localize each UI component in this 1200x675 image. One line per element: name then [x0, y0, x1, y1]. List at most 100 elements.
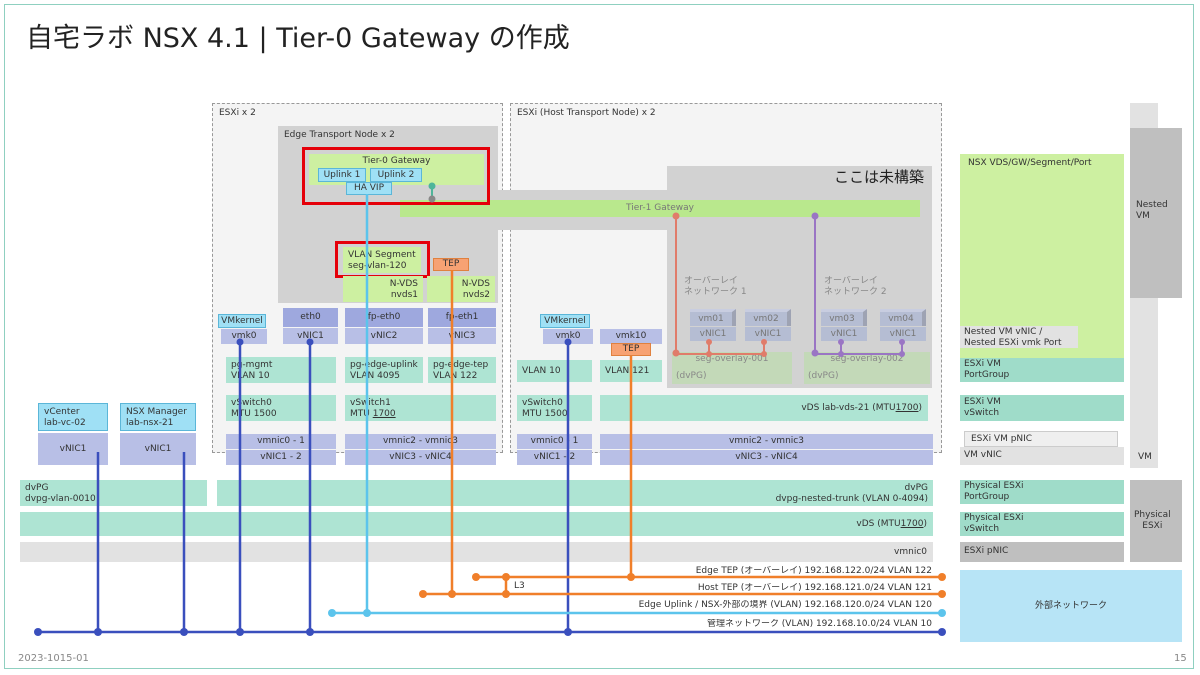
overlay1-lines: [675, 215, 765, 355]
phys-dvpg-trunk: dvPG dvpg-nested-trunk (VLAN 0-4094): [217, 480, 933, 506]
overlay2-dot: [811, 349, 819, 357]
edge-pg-mgmt: pg-mgmt VLAN 10: [226, 357, 336, 383]
net-host-tep-label: Host TEP (オーバーレイ) 192.168.121.0/24 VLAN …: [697, 583, 932, 593]
overlay-network-2-l2: ネットワーク 2: [824, 287, 887, 297]
legend-esxi-pnic: ESXi pNIC: [960, 542, 1124, 562]
seg-overlay-002-label: seg-overlay-002: [830, 354, 904, 364]
nvds2-line1: N-VDS: [461, 279, 490, 289]
overlay1-dots: [672, 212, 767, 357]
vlan-segment: VLAN Segment seg-vlan-120: [343, 247, 421, 273]
overlay-network-2: オーバーレイ ネットワーク 2: [824, 276, 887, 298]
overlay1-dot: [706, 351, 712, 357]
vm01-vnic1: vNIC1: [690, 327, 736, 341]
page-title: 自宅ラボ NSX 4.1 | Tier-0 Gateway の作成: [26, 23, 570, 54]
overlay2-dots: [811, 212, 905, 357]
mgmt-dot: [94, 628, 102, 636]
legend-esxi-vm-pg: ESXi VM PortGroup: [960, 358, 1124, 382]
edge-pg-uplink-l1: pg-edge-uplink: [350, 360, 418, 370]
tep-dot: [472, 573, 480, 581]
edge-fp-eth0: fp-eth0: [345, 308, 423, 327]
edge-vswitch1-mtu-label: MTU: [350, 409, 373, 419]
legend-nested-vnic: Nested VM vNIC / Nested ESXi vmk Port: [960, 326, 1078, 348]
overlay-network-1: オーバーレイ ネットワーク 1: [684, 276, 747, 298]
vm04-vnic1: vNIC1: [880, 327, 926, 341]
ha-vip: HA VIP: [346, 182, 392, 195]
phys-dvpg-l1: dvPG: [25, 483, 49, 493]
mgmt-dot: [236, 628, 244, 636]
phys-vds-label: vDS (MTU: [856, 518, 901, 529]
host-vds-close: ): [918, 402, 922, 413]
mgmt-dot: [180, 628, 188, 636]
vm03: vm03: [821, 309, 867, 326]
phys-vds-close: ): [923, 518, 927, 529]
overlay2-dot: [811, 212, 819, 220]
net-l3-label: L3: [514, 581, 525, 591]
mgmt-dot: [564, 338, 572, 346]
tier0-tier1-link: [428, 182, 436, 203]
tep-dot: [502, 590, 510, 598]
legend-phys-vswitch: Physical ESXi vSwitch: [960, 512, 1124, 536]
host-vmnic-a2: vNIC1 - 2: [517, 450, 592, 465]
phys-trunk-l1: dvPG: [904, 483, 928, 493]
host-vmk0: vmk0: [543, 329, 593, 344]
edge-vmnic-a1: vmnic0 - 1: [226, 434, 336, 449]
esxi-edge-label: ESXi x 2: [219, 108, 256, 118]
mgmt-dot: [34, 628, 42, 636]
host-pg-vlan10: VLAN 10: [517, 360, 592, 382]
edge-vswitch1: vSwitch1 MTU 1700: [345, 395, 496, 421]
uplink-lines: [332, 194, 942, 615]
uplink-dot: [363, 609, 371, 617]
vm01: vm01: [690, 309, 736, 326]
legend-nsx: NSX VDS/GW/Segment/Port: [960, 154, 1124, 358]
nvds2-line2: nvds2: [462, 290, 490, 300]
edge-vmnic-a2: vNIC1 - 2: [226, 450, 336, 465]
mgmt-dot: [306, 628, 314, 636]
nvds1-line2: nvds1: [390, 290, 418, 300]
host-vds-mtu: 1700: [895, 402, 919, 413]
legend-nested-vm: Nested VM: [1136, 200, 1168, 221]
tier0-link-dot: [428, 182, 436, 190]
phys-vds-mtu: 1700: [900, 518, 924, 529]
host-vmnic-b1: vmnic2 - vmnic3: [600, 434, 933, 449]
overlay2-dot: [838, 351, 844, 357]
phys-trunk-l2: dvpg-nested-trunk (VLAN 0-4094): [775, 494, 928, 504]
overlay2-lines: [814, 215, 903, 355]
uplink-dot: [328, 609, 336, 617]
net-edge-uplink-label: Edge Uplink / NSX-外部の境界 (VLAN) 192.168.1…: [638, 600, 932, 610]
vm02: vm02: [745, 309, 791, 326]
footer-date: 2023-1015-01: [18, 653, 89, 664]
legend-esxi-vm-pnic: ESXi VM pNIC: [964, 431, 1118, 447]
unbuilt-label: ここは未構築: [833, 168, 924, 186]
host-vmk10: vmk10: [600, 329, 662, 344]
mgmt-dot: [938, 628, 946, 636]
uplink-1: Uplink 1: [318, 168, 366, 182]
phys-dvpg-l2: dvpg-vlan-0010: [25, 494, 96, 504]
vcenter-l1: vCenter: [44, 407, 80, 417]
vlan-segment-line2: seg-vlan-120: [348, 261, 407, 271]
edge-vmkernel: VMkernel: [218, 314, 266, 328]
legend-phys-pg: Physical ESXi PortGroup: [960, 480, 1124, 504]
phys-dvpg-vlan10: dvPG dvpg-vlan-0010: [20, 480, 207, 506]
net-mgmt-label: 管理ネットワーク (VLAN) 192.168.10.0/24 VLAN 10: [706, 619, 932, 629]
edge-pg-uplink-l2: VLAN 4095: [350, 371, 401, 381]
legend-nested-vm-block: [1130, 128, 1182, 298]
vm02-vnic1: vNIC1: [745, 327, 791, 341]
seg-overlay-001: seg-overlay-001 (dvPG): [672, 352, 792, 384]
tep-dot: [627, 573, 635, 581]
esxi-host-label: ESXi (Host Transport Node) x 2: [517, 108, 656, 118]
legend-vm-vnic: VM vNIC: [960, 447, 1124, 465]
uplink-2: Uplink 2: [370, 168, 422, 182]
edge-vswitch1-mtu: MTU 1700: [350, 409, 491, 420]
edge-vnic2: vNIC2: [345, 328, 423, 344]
legend-physical-esxi: Physical ESXi: [1134, 510, 1171, 531]
tep-dot: [938, 573, 946, 581]
edge-vnic1: vNIC1: [283, 328, 338, 344]
mgmt-dot: [306, 338, 314, 346]
edge-tn-label: Edge Transport Node x 2: [284, 130, 395, 140]
nsx-manager-vnic1: vNIC1: [120, 433, 196, 465]
host-vswitch0: vSwitch0 MTU 1500: [517, 395, 592, 421]
overlay1-dot: [672, 212, 680, 220]
overlay-network-1-l1: オーバーレイ: [684, 276, 738, 286]
mgmt-dot: [564, 628, 572, 636]
